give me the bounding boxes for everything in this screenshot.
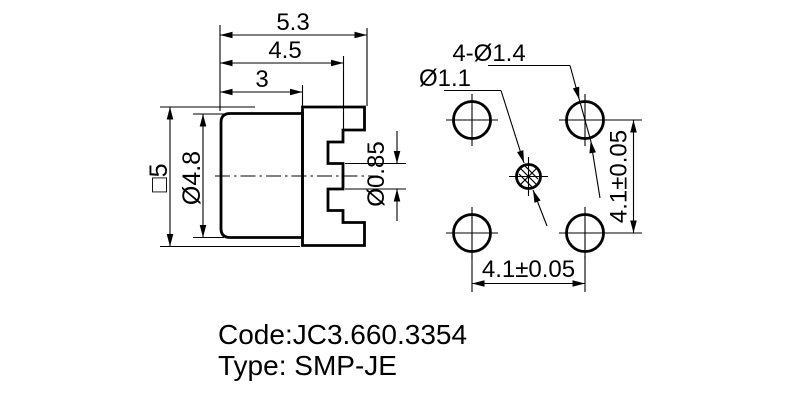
pad-hole-bottom-right — [559, 207, 611, 259]
footer-type: Type: SMP-JE — [218, 350, 397, 381]
pad-hole-bottom-left — [446, 207, 498, 259]
side-view-dimension-lines — [166, 31, 401, 247]
dim-label-pitch-horizontal: 4.1±0.05 — [482, 256, 575, 283]
center-hole — [509, 157, 548, 196]
side-view: 5.3 4.5 3 □5 Ø4.8 Ø0.85 — [145, 9, 406, 248]
hatch-line — [518, 173, 533, 188]
dim-label-overall-width: 5.3 — [276, 9, 309, 36]
hatch-line — [524, 165, 539, 180]
footer-code: Code:JC3.660.3354 — [218, 319, 467, 350]
body-outline — [219, 112, 304, 239]
leader-arrow-line — [532, 189, 548, 227]
dim-label-pitch-vertical: 4.1±0.05 — [606, 130, 633, 223]
leader-arrow-line — [569, 65, 580, 100]
dim-label-outline-square: □5 — [145, 163, 173, 192]
dim-label-pin-diameter: Ø0.85 — [363, 141, 390, 206]
hatch-line — [519, 167, 538, 186]
footer: Code:JC3.660.3354 Type: SMP-JE — [218, 319, 467, 381]
pad-hole-top-left — [446, 94, 498, 146]
leader-through-line — [578, 99, 592, 141]
dim-pitch-horizontal: 4.1±0.05 — [471, 256, 586, 292]
pad-layout-view: 4-Ø1.4 Ø1.1 4.1±0.05 4.1±0.05 — [419, 40, 642, 292]
dim-label-corner-holes: 4-Ø1.4 — [452, 40, 525, 67]
dim-label-step-width: 4.5 — [268, 37, 301, 64]
dim-label-body-width: 3 — [255, 66, 268, 93]
leader-center-hole — [444, 89, 548, 227]
dim-label-body-diameter: Ø4.8 — [178, 151, 206, 205]
dim-pitch-vertical: 4.1±0.05 — [606, 119, 642, 234]
flange-outline — [301, 105, 366, 247]
leader-arrow-line — [589, 140, 601, 199]
leader-corner-holes — [488, 64, 601, 199]
dim-label-center-hole: Ø1.1 — [419, 65, 471, 92]
leader-arrow-line — [500, 90, 525, 164]
